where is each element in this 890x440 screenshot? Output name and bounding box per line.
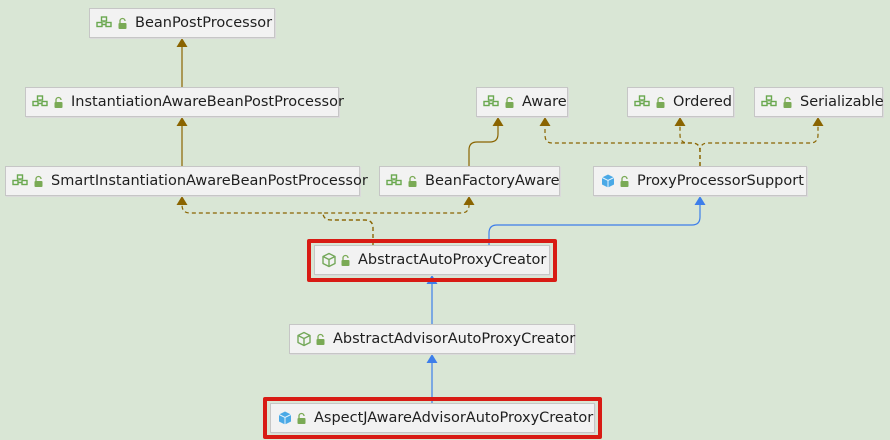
class-icon [277,409,293,427]
arrowhead [674,117,686,126]
interface-icon [96,14,114,32]
node-label: BeanPostProcessor [135,15,273,31]
interface-icon [32,93,50,111]
lock-icon [619,174,630,188]
edge-implements-proxy-processor-support-to-aware [544,125,701,166]
node-aware[interactable]: Aware [476,87,568,117]
arrowhead [176,196,188,205]
node-label: SmartInstantiationAwareBeanPostProcessor [51,173,368,189]
node-smart-instantiation-aware-bean-post-processor[interactable]: SmartInstantiationAwareBeanPostProcessor [5,166,368,196]
node-label: Aware [522,94,567,110]
lock-icon [296,411,307,425]
node-bean-factory-aware[interactable]: BeanFactoryAware [379,166,560,196]
edge-implements-proxy-processor-support-to-ordered [679,125,701,166]
node-label: BeanFactoryAware [425,173,560,189]
lock-icon [782,95,793,109]
interface-icon [386,172,404,190]
arrowhead [176,38,188,47]
arrowhead [492,117,504,126]
node-serializable[interactable]: Serializable [754,87,884,117]
node-bean-post-processor[interactable]: BeanPostProcessor [89,8,275,38]
lock-icon [117,16,128,30]
lock-icon [53,95,64,109]
node-ordered[interactable]: Ordered [627,87,734,117]
abstract-class-icon [321,251,337,269]
arrowhead [463,196,475,205]
node-instantiation-aware-bean-post-processor[interactable]: InstantiationAwareBeanPostProcessor [25,87,344,117]
node-abstract-auto-proxy-creator[interactable]: AbstractAutoProxyCreator [314,245,550,275]
lock-icon [340,253,351,267]
arrowhead [694,196,706,205]
node-aspectj-aware-advisor-auto-proxy-creator[interactable]: AspectJAwareAdvisorAutoProxyCreator [270,403,595,433]
node-proxy-processor-support[interactable]: ProxyProcessorSupport [593,166,807,196]
interface-icon [761,93,779,111]
interface-icon [12,172,30,190]
node-label: InstantiationAwareBeanPostProcessor [71,94,344,110]
interface-icon [483,93,501,111]
node-label: AbstractAutoProxyCreator [358,252,547,268]
lock-icon [33,174,44,188]
arrowhead [426,354,438,363]
interface-icon [634,93,652,111]
arrowhead [426,275,438,284]
node-label: Serializable [800,94,884,110]
lock-icon [655,95,666,109]
arrowhead [176,117,188,126]
arrowhead [812,117,824,126]
class-icon [600,172,616,190]
arrowhead [539,117,551,126]
node-abstract-advisor-auto-proxy-creator[interactable]: AbstractAdvisorAutoProxyCreator [289,324,575,354]
abstract-class-icon [296,330,312,348]
edge-implements-abstract-auto-proxy-creator-to-bean-factory-aware [322,204,470,245]
node-label: AbstractAdvisorAutoProxyCreator [333,331,576,347]
node-label: ProxyProcessorSupport [637,173,804,189]
edge-extends-class-abstract-auto-proxy-creator-to-proxy-processor-support [488,204,701,245]
node-label: AspectJAwareAdvisorAutoProxyCreator [314,410,594,426]
lock-icon [315,332,326,346]
lock-icon [407,174,418,188]
edge-implements-proxy-processor-support-to-serializable [699,125,819,166]
lock-icon [504,95,515,109]
edge-extends-interface-bean-factory-aware-to-aware [468,125,499,166]
node-label: Ordered [673,94,733,110]
edge-implements-abstract-auto-proxy-creator-to-smart-instantiation-aware [181,204,374,245]
